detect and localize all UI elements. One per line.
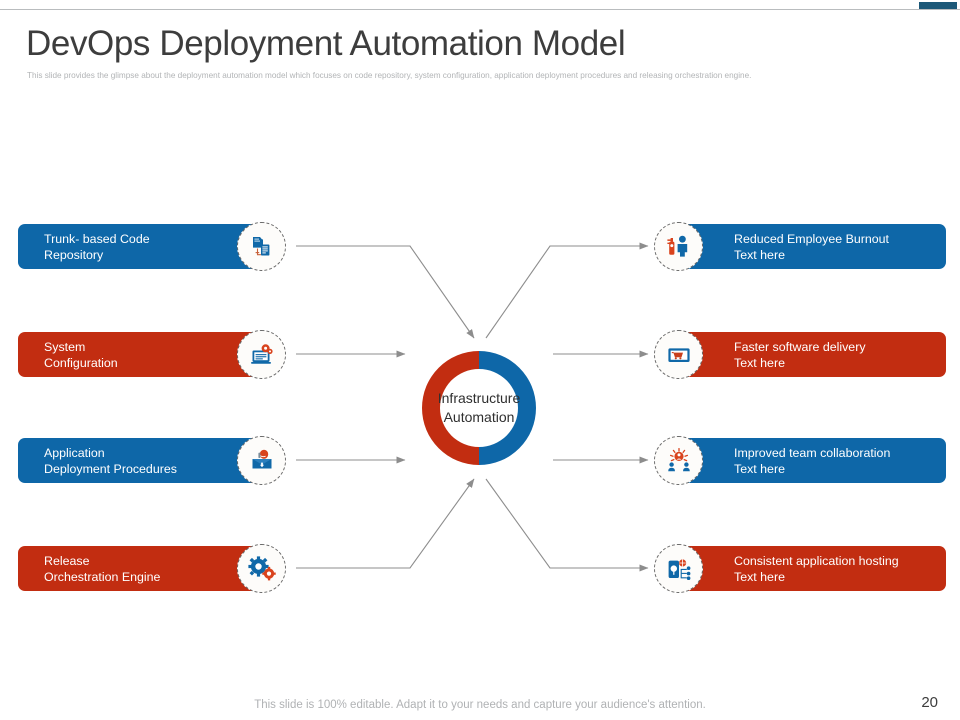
output-node-application-hosting[interactable]: Consistent application hosting Text here	[651, 544, 946, 593]
delivery-cart-icon-bubble[interactable]	[654, 330, 703, 379]
input-bar	[18, 332, 273, 377]
input-bar	[18, 224, 273, 269]
output-label: Reduced Employee Burnout Text here	[734, 224, 889, 269]
output-node-employee-burnout[interactable]: Reduced Employee Burnout Text here	[651, 222, 946, 271]
input-label-line1: System	[44, 339, 86, 354]
employee-burnout-icon	[666, 235, 687, 257]
code-repository-icon-bubble[interactable]	[237, 222, 286, 271]
input-label-line1: Trunk- based Code	[44, 231, 150, 246]
input-label: Application Deployment Procedures	[44, 438, 177, 483]
output-bar	[678, 438, 946, 483]
input-bar	[18, 438, 273, 483]
output-bar	[678, 332, 946, 377]
team-collaboration-icon	[667, 447, 690, 471]
gears-icon-bubble[interactable]	[237, 544, 286, 593]
center-label-line2: Automation	[443, 409, 515, 425]
input-label-line1: Application	[44, 445, 105, 460]
input-node-system-configuration[interactable]: System Configuration	[18, 330, 286, 379]
output-label: Faster software delivery Text here	[734, 332, 866, 377]
output-label-line2: Text here	[734, 355, 785, 370]
input-label: Trunk- based Code Repository	[44, 224, 150, 269]
application-deployment-icon-bubble[interactable]	[237, 436, 286, 485]
output-label-line2: Text here	[734, 247, 785, 262]
input-label-line2: Configuration	[44, 355, 118, 370]
top-divider-rule	[0, 9, 960, 10]
output-label-line2: Text here	[734, 461, 785, 476]
center-donut-label: Infrastructure Automation	[413, 342, 545, 474]
input-node-application-deployment[interactable]: Application Deployment Procedures	[18, 436, 286, 485]
input-node-release-orchestration[interactable]: Release Orchestration Engine	[18, 544, 286, 593]
input-label: Release Orchestration Engine	[44, 546, 160, 591]
input-label-line2: Repository	[44, 247, 104, 262]
application-hosting-icon-bubble[interactable]	[654, 544, 703, 593]
application-hosting-icon	[668, 558, 690, 580]
top-right-accent-bar	[919, 2, 957, 9]
center-label-line1: Infrastructure	[437, 390, 521, 406]
output-bar	[678, 224, 946, 269]
output-label: Consistent application hosting Text here	[734, 546, 899, 591]
output-label: Improved team collaboration Text here	[734, 438, 890, 483]
input-bar	[18, 546, 273, 591]
page-subtitle: This slide provides the glimpse about th…	[27, 71, 752, 80]
input-node-code-repository[interactable]: Trunk- based Code Repository	[18, 222, 286, 271]
output-label-line1: Consistent application hosting	[734, 553, 899, 568]
output-label-line1: Improved team collaboration	[734, 445, 891, 460]
delivery-cart-icon	[667, 347, 690, 362]
output-node-team-collaboration[interactable]: Improved team collaboration Text here	[651, 436, 946, 485]
application-deployment-icon	[252, 449, 271, 468]
output-node-faster-delivery[interactable]: Faster software delivery Text here	[651, 330, 946, 379]
output-bar	[678, 546, 946, 591]
footer-note: This slide is 100% editable. Adapt it to…	[254, 699, 706, 711]
page-number: 20	[921, 694, 938, 711]
output-label-line1: Reduced Employee Burnout	[734, 231, 889, 246]
output-label-line1: Faster software delivery	[734, 339, 866, 354]
input-label-line2: Orchestration Engine	[44, 569, 161, 584]
code-repository-icon	[252, 236, 269, 255]
team-collaboration-icon-bubble[interactable]	[654, 436, 703, 485]
output-label-line2: Text here	[734, 569, 785, 584]
page-title: DevOps Deployment Automation Model	[26, 24, 626, 63]
system-configuration-icon	[250, 343, 273, 364]
input-label-line1: Release	[44, 553, 90, 568]
system-configuration-icon-bubble[interactable]	[237, 330, 286, 379]
gears-icon	[247, 555, 276, 580]
input-label-line2: Deployment Procedures	[44, 461, 177, 476]
center-donut-chart	[422, 351, 536, 465]
employee-burnout-icon-bubble[interactable]	[654, 222, 703, 271]
input-label: System Configuration	[44, 332, 118, 377]
